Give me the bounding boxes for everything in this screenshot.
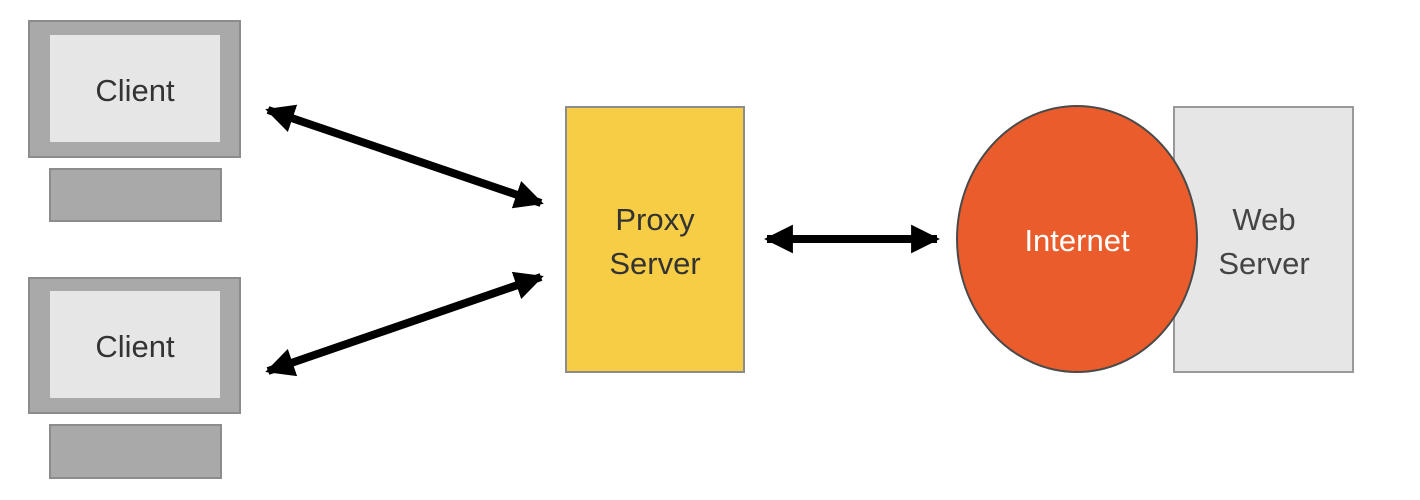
client-label: Client: [95, 73, 175, 108]
client-monitor-screen: [50, 35, 220, 142]
internet: Internet: [956, 105, 1198, 373]
client-computer-bottom: Client: [28, 277, 241, 479]
client-computer-top: Client: [28, 20, 241, 222]
proxy-server-label-line2: Server: [609, 246, 700, 281]
proxy-server-box: [565, 106, 745, 373]
client-keyboard: [49, 424, 222, 479]
client-label: Client: [95, 329, 175, 364]
proxy-server: Proxy Server: [565, 106, 745, 373]
client-keyboard: [49, 168, 222, 222]
proxy-server-label-line1: Proxy: [615, 202, 695, 237]
web-server-box: [1173, 106, 1354, 373]
web-server-label-line1: Web: [1232, 202, 1295, 237]
arrow-bottom-client-proxy: [265, 271, 544, 377]
internet-label: Internet: [1024, 223, 1130, 258]
web-server: Web Server: [1173, 106, 1354, 373]
internet-circle: [956, 105, 1198, 373]
client-monitor-screen: [50, 291, 220, 398]
arrow-top-client-proxy: [265, 104, 544, 209]
web-server-label-line2: Server: [1218, 246, 1309, 281]
